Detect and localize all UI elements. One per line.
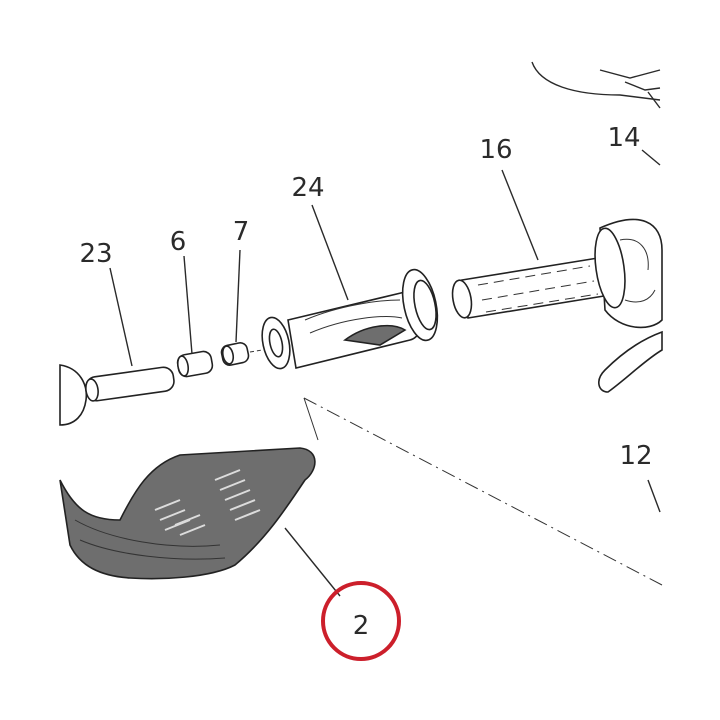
part-16-throttle-grip — [451, 257, 615, 319]
leader-6 — [183, 255, 193, 355]
part-6-sleeve — [176, 350, 214, 378]
callout-16: 16 — [479, 135, 512, 165]
top-right-assembly — [531, 61, 661, 109]
guard-texture — [154, 469, 261, 536]
callout-labels: 23 6 7 24 16 14 12 2 — [79, 123, 652, 641]
part-24-grip — [261, 268, 439, 370]
brake-lever — [598, 330, 663, 393]
leader-16 — [501, 169, 539, 261]
leader-24 — [311, 204, 349, 301]
highlight-ring — [321, 581, 401, 661]
part-23-tube — [85, 366, 175, 402]
lever-body — [59, 364, 88, 426]
leader-2 — [284, 527, 341, 597]
part-7-cap — [220, 342, 263, 366]
callout-2: 2 — [353, 611, 370, 641]
callout-6: 6 — [170, 227, 187, 257]
callout-7: 7 — [233, 217, 250, 247]
part-2-hand-guard — [59, 447, 316, 580]
axis-line — [303, 397, 663, 586]
leader-14 — [641, 149, 661, 166]
callout-14: 14 — [607, 123, 640, 153]
leader-23 — [109, 267, 133, 367]
callout-24: 24 — [291, 173, 324, 203]
callout-12: 12 — [619, 441, 652, 471]
leader-12 — [647, 479, 661, 513]
leader-7 — [235, 249, 241, 343]
right-switch-housing — [594, 218, 663, 329]
callout-23: 23 — [79, 239, 112, 269]
leader-lines — [109, 149, 661, 597]
